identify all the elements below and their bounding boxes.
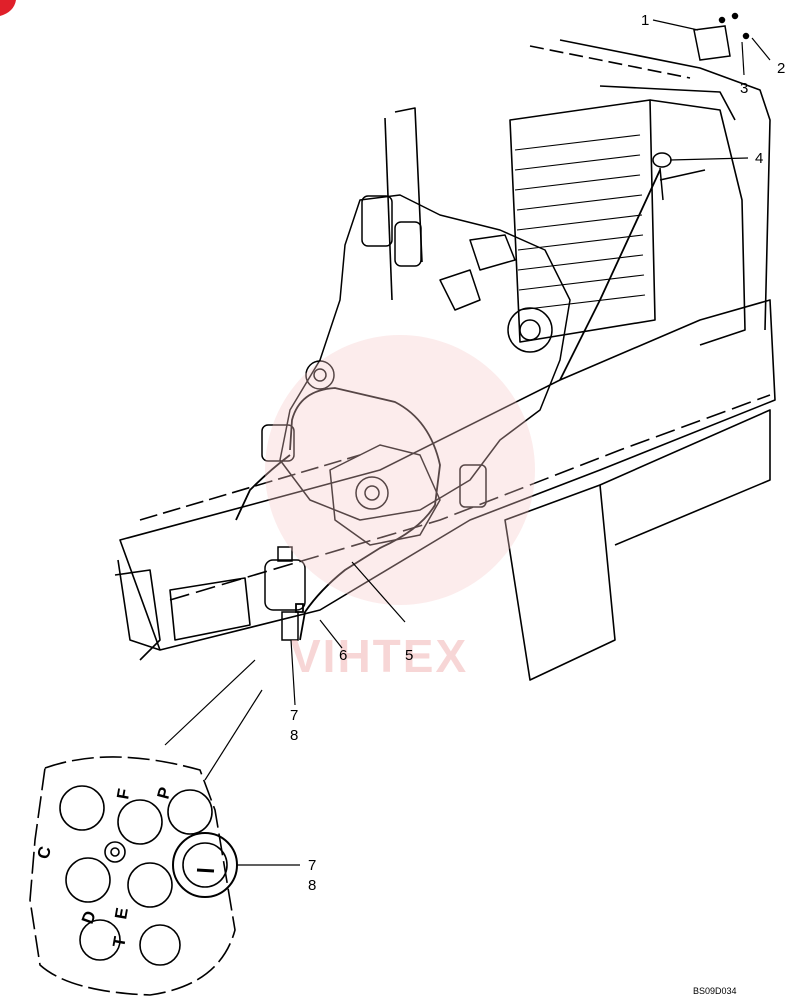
engine-assembly [261, 194, 571, 546]
callouts: 1 2 3 4 5 6 7 8 7 8 [290, 12, 785, 894]
machine-frame [114, 39, 776, 681]
plug-letters: C D E F P T [34, 785, 175, 949]
watermark-text: VIHTEX [290, 630, 468, 682]
sender-detail [172, 832, 238, 898]
plug-letter-t: T [109, 935, 130, 949]
plug-letter-d: D [78, 908, 100, 926]
callout-8-main: 8 [290, 727, 298, 744]
inset-outline [29, 756, 236, 996]
sender-assembly [264, 546, 306, 641]
plug-letter-e: E [111, 906, 132, 920]
callout-1: 1 [641, 12, 649, 29]
corner-mark [0, 0, 16, 16]
switch-item-4 [652, 152, 672, 201]
wire-harness [235, 169, 661, 641]
callout-7-detail: 7 [308, 857, 316, 874]
drawing-code: BS09D034 [693, 986, 737, 996]
callout-8-detail: 8 [308, 877, 316, 894]
callout-5: 5 [405, 647, 413, 664]
leader-lines [164, 19, 771, 866]
callout-4: 4 [755, 150, 763, 167]
watermark: VIHTEX [265, 335, 535, 682]
callout-6: 6 [339, 647, 347, 664]
callout-3: 3 [740, 80, 748, 97]
plug-letter-f: F [113, 787, 134, 801]
callout-2: 2 [777, 60, 785, 77]
bracket-item-1 [693, 12, 750, 61]
callout-7-main: 7 [290, 707, 298, 724]
plug-letter-c: C [34, 844, 56, 861]
plug-letter-p: P [154, 785, 175, 801]
detail-inset [29, 756, 238, 996]
